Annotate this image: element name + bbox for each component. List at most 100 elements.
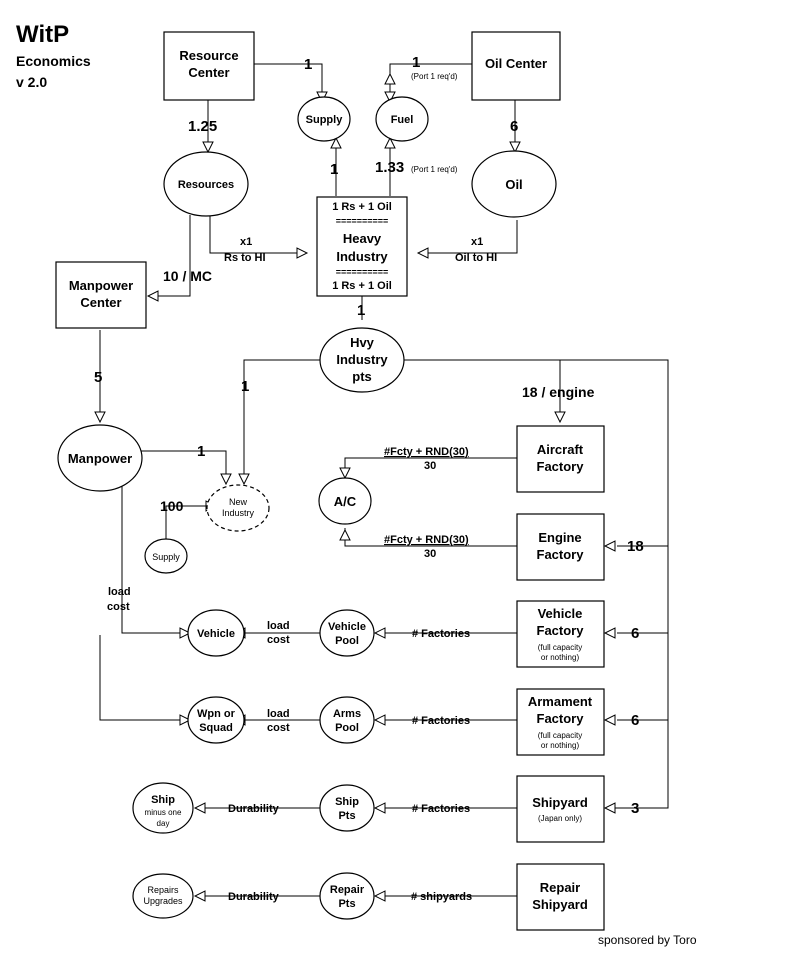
edge-hi-fuel-label: 1.33	[375, 159, 404, 176]
armament-factory-label-2: Factory	[537, 711, 585, 726]
arms-pool-label-1: Arms	[333, 708, 361, 720]
diagram-title: WitP	[16, 21, 69, 48]
supply-label: Supply	[306, 114, 344, 126]
resources-label: Resources	[178, 179, 234, 191]
edge-res-hi-label-1: x1	[240, 236, 252, 248]
vehicle-factory-label-1: Vehicle	[538, 606, 583, 621]
vehicle-factory-note-1: (full capacity	[538, 643, 582, 652]
edge-bus-armf-label: 6	[631, 712, 639, 729]
oil-center-label: Oil Center	[485, 56, 547, 71]
new-industry-label-1: New	[229, 497, 248, 507]
repair-pts-node: Repair Pts	[319, 872, 375, 920]
vehicle-factory-label-2: Factory	[537, 623, 585, 638]
repair-shipyard-label-1: Repair	[540, 880, 580, 895]
repairs-label-2: Upgrades	[143, 896, 183, 906]
engine-factory-node: Engine Factory	[516, 513, 605, 581]
edge-af-ac-label-1: #Fcty + RND(30)	[384, 446, 469, 458]
armament-factory-note-2: or nothing)	[541, 741, 580, 750]
arrowheads	[94, 72, 616, 902]
diagram-subtitle: Economics	[16, 53, 91, 69]
hvy-industry-pts-node: Hvy Industry pts	[319, 327, 405, 393]
edge-bus-sy-label: 3	[631, 800, 639, 817]
repair-pts-label-2: Pts	[338, 898, 355, 910]
heavy-industry-input-bottom: 1 Rs + 1 Oil	[332, 280, 392, 292]
fuel-node: Fuel	[375, 96, 429, 142]
header: WitP Economics v 2.0	[16, 21, 91, 90]
edge-oc-oil-label: 6	[510, 118, 518, 135]
edge-ef-ac-label-2: 30	[424, 548, 436, 560]
edge-hi-fuel-note: (Port 1 req'd)	[411, 165, 458, 174]
ship-note-1: minus one	[145, 808, 182, 817]
repair-shipyard-node: Repair Shipyard	[516, 863, 605, 931]
heavy-industry-separator-bottom: ==========	[336, 267, 389, 277]
armament-factory-note-1: (full capacity	[538, 731, 582, 740]
ship-pts-label-1: Ship	[335, 796, 359, 808]
edge-oil-hi-label-1: x1	[471, 236, 483, 248]
wpn-squad-label-1: Wpn or	[197, 708, 236, 720]
edge-hi-pts-label: 1	[357, 302, 365, 319]
edge-oc-fuel-label: 1	[412, 54, 420, 71]
vehicle-node: Vehicle	[187, 609, 245, 657]
edge-pts-newind-label: 1	[241, 378, 249, 395]
edge-sy-sp-label: # Factories	[412, 803, 470, 815]
edge-rc-resources-label: 1.25	[188, 118, 217, 135]
edge-armf-ap-label: # Factories	[412, 715, 470, 727]
edge-supply-newind-label: 100	[160, 498, 184, 514]
hvy-industry-pts-label-2: Industry	[336, 352, 388, 367]
resources-node: Resources	[163, 151, 249, 217]
aircraft-factory-label-1: Aircraft	[537, 442, 584, 457]
armament-factory-label-1: Armament	[528, 694, 593, 709]
edge-mc-manpower-label: 5	[94, 369, 102, 386]
edge-labels: 1 1 (Port 1 req'd) 1.25 6 1 1.33 (Port 1…	[94, 54, 644, 903]
aircraft-factory-node: Aircraft Factory	[516, 425, 605, 493]
new-industry-label-2: Industry	[222, 508, 255, 518]
edge-ap-wpn-label-1: load	[267, 708, 290, 720]
vehicle-factory-note-2: or nothing)	[541, 653, 580, 662]
edge-res-mc-label: 10 / MC	[163, 268, 212, 284]
edge-pts-af-label: 18 / engine	[522, 384, 595, 400]
oil-label: Oil	[505, 177, 522, 192]
edge-vf-vp-label: # Factories	[412, 628, 470, 640]
edge-bus-ef-label: 18	[627, 538, 644, 555]
resource-center-node: Resource Center	[163, 31, 255, 101]
edge-rp-repairs-label: Durability	[228, 891, 280, 903]
ship-pts-label-2: Pts	[338, 810, 355, 822]
vehicle-pool-label-2: Pool	[335, 635, 359, 647]
aircraft-factory-label-2: Factory	[537, 459, 585, 474]
edge-oc-fuel-note: (Port 1 req'd)	[411, 72, 458, 81]
shipyard-node: Shipyard (Japan only)	[516, 775, 605, 843]
new-industry-node: New Industry	[206, 484, 270, 532]
supply-small-label: Supply	[152, 552, 180, 562]
diagram-version: v 2.0	[16, 74, 47, 90]
shipyard-label: Shipyard	[532, 795, 588, 810]
resource-center-label-1: Resource	[179, 48, 238, 63]
edge-oil-hi-label-2: Oil to HI	[455, 252, 497, 264]
edge-rs-rp-label: # shipyards	[411, 891, 472, 903]
hvy-industry-pts-label-3: pts	[352, 369, 372, 384]
heavy-industry-label-1: Heavy	[343, 231, 382, 246]
arms-pool-label-2: Pool	[335, 722, 359, 734]
edge-rc-supply-label: 1	[304, 56, 312, 73]
ship-note-2: day	[157, 819, 170, 828]
manpower-node: Manpower	[57, 424, 143, 492]
edge-ef-ac-label-1: #Fcty + RND(30)	[384, 534, 469, 546]
heavy-industry-node: 1 Rs + 1 Oil ========== Heavy Industry =…	[316, 196, 408, 297]
resource-center-label-2: Center	[188, 65, 229, 80]
armament-factory-node: Armament Factory (full capacity or nothi…	[516, 688, 605, 756]
vehicle-factory-node: Vehicle Factory (full capacity or nothin…	[516, 600, 605, 668]
vehicle-pool-node: Vehicle Pool	[319, 609, 375, 657]
ship-label: Ship	[151, 794, 175, 806]
ac-label: A/C	[334, 494, 357, 509]
edge-af-ac-label-2: 30	[424, 460, 436, 472]
edge-ap-wpn-label-2: cost	[267, 722, 290, 734]
edge-vp-vehicle-label-2: cost	[267, 634, 290, 646]
fuel-label: Fuel	[391, 114, 414, 126]
sponsor-credit: sponsored by Toro	[598, 933, 697, 947]
edge-hi-supply-label: 1	[330, 161, 338, 178]
manpower-center-label-2: Center	[80, 295, 121, 310]
ac-node: A/C	[318, 477, 372, 525]
engine-factory-label-1: Engine	[538, 530, 581, 545]
heavy-industry-input-top: 1 Rs + 1 Oil	[332, 201, 392, 213]
edge-manpower-newind-label: 1	[197, 443, 205, 460]
